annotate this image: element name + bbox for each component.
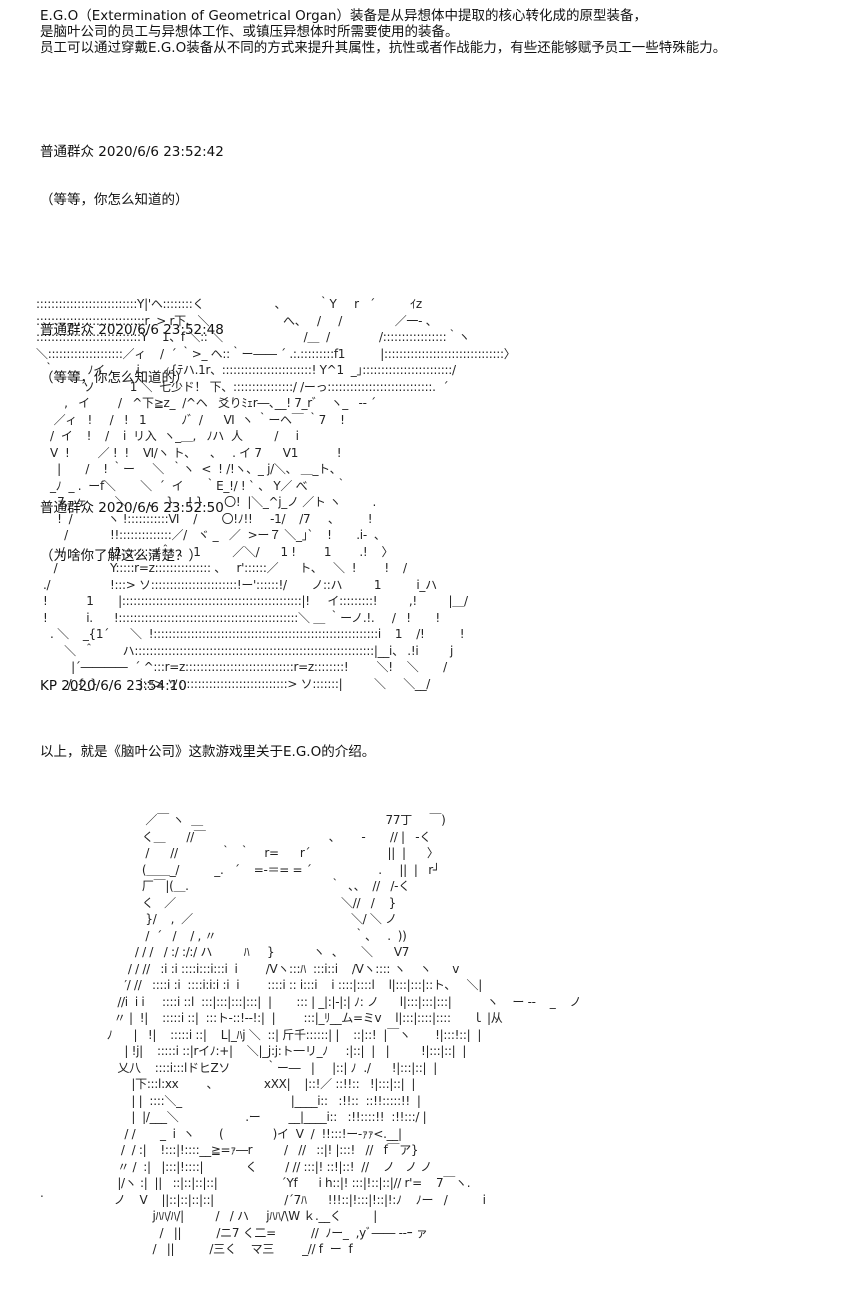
- message-header: 普通群众 2020/6/6 23:52:42: [40, 144, 224, 160]
- message-header: 普通群众 2020/6/6 23:52:48: [40, 322, 224, 338]
- ascii-art-character-1: :::::::::::::::::::::::::::Y|'ヘ::::::::く…: [36, 297, 516, 691]
- dot-mark: .: [40, 1186, 44, 1200]
- intro-line-3: 员工可以通过穿戴E.G.O装备从不同的方式来提升其属性，抗性或者作战能力，有些还…: [40, 40, 727, 56]
- chat-message: 普通群众 2020/6/6 23:52:42 （等等，你怎么知道的）: [40, 112, 224, 240]
- message-body: （为啥你了解这么清楚？）: [40, 548, 202, 564]
- intro-line-1: E.G.O（Extermination of Geometrical Organ…: [40, 8, 647, 24]
- intro-text: E.G.O（Extermination of Geometrical Organ…: [40, 8, 726, 56]
- outro-text: 以上，就是《脑叶公司》这款游戏里关于E.G.O的介绍。: [40, 744, 376, 760]
- message-header: 普通群众 2020/6/6 23:52:50: [40, 500, 224, 516]
- chat-message: 普通群众 2020/6/6 23:52:50 （为啥你了解这么清楚？）: [40, 468, 224, 596]
- message-body: （等等，你怎么知道的）: [40, 370, 189, 386]
- message-header: KP 2020/6/6 23:54:10: [40, 678, 187, 694]
- message-body: （等等，你怎么知道的）: [40, 192, 189, 208]
- ascii-art-character-2: ／￣ ヽ ＿ 77丁 ￣) く＿ //￣ 、 - // | -く: [106, 813, 582, 1256]
- chat-message: KP 2020/6/6 23:54:10: [40, 646, 224, 758]
- chat-message: 普通群众 2020/6/6 23:52:48 （等等，你怎么知道的）: [40, 290, 224, 418]
- intro-line-2: 是脑叶公司的员工与异想体工作、或镇压异想体时所需要使用的装备。: [40, 24, 459, 40]
- chat-log: 普通群众 2020/6/6 23:52:42 （等等，你怎么知道的） 普通群众 …: [40, 80, 224, 808]
